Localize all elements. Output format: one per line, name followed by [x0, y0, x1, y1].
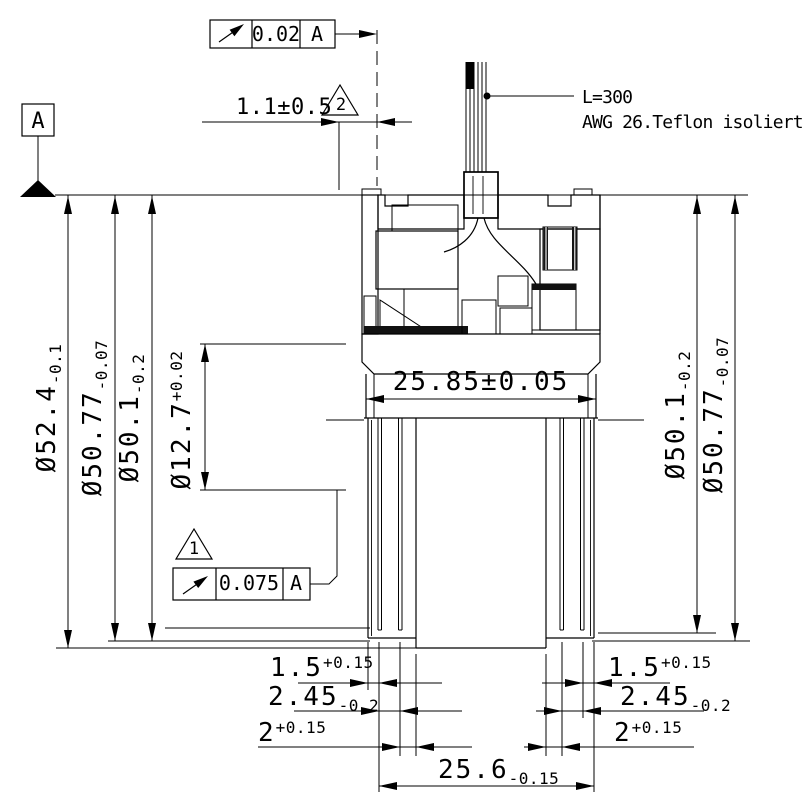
datum-a-label: A: [31, 109, 44, 134]
dim-bottom-extensions: [367, 642, 595, 792]
circular-runout-icon: [218, 24, 244, 43]
datum-triangle-icon: [20, 180, 56, 197]
dim-groove-right-2-45: 2.45-0.2: [536, 682, 731, 715]
cable-gland: [463, 171, 499, 219]
dim-left-diameters: Ø52.4-0.1 Ø50.77-0.07 Ø50.1-0.2 Ø12.7+0.…: [32, 195, 418, 649]
fcf-top-datum: A: [311, 22, 323, 46]
fcf-bottom-value: 0.075: [219, 571, 279, 595]
dim-od-50-1-left: Ø50.1-0.2: [115, 354, 148, 483]
datum-a-flag: A: [20, 103, 56, 197]
armature-strip: [364, 326, 468, 334]
svg-text:2.45-0.2: 2.45-0.2: [620, 682, 731, 715]
dim-gap-1-1: 1.1±0.5: [202, 95, 412, 190]
svg-text:2+0.15: 2+0.15: [614, 718, 682, 748]
dim-groove-left-1-5: 1.5+0.15: [270, 653, 442, 687]
wire-note: L=300 AWG 26.Teflon isoliert: [483, 87, 804, 133]
dim-od-50-77-left: Ø50.77-0.07: [78, 340, 111, 497]
fcf-runout-0075: 0.075 A: [172, 490, 338, 601]
dim-flange-width-text: 25.85±0.05: [393, 367, 570, 397]
internal-wire-curve-left: [443, 217, 479, 253]
flag-1-label: 1: [189, 539, 199, 559]
fcf-top-value: 0.02: [252, 22, 300, 46]
coil-and-windings: [363, 204, 578, 335]
dim-groove-right-1-5: 1.5+0.15: [542, 653, 712, 687]
flange: [361, 333, 601, 419]
fcf-runout-002: 0.02 A: [209, 19, 377, 49]
dim-od-50-1-right: Ø50.1-0.2: [661, 351, 694, 480]
lead-wires: [465, 62, 487, 172]
dim-groove-left-2: 2+0.15: [258, 718, 472, 751]
rotor-cylinder-view: [367, 418, 595, 649]
dim-overall-25-6: 25.6-0.15: [379, 755, 594, 790]
internal-wire-curve-right: [483, 217, 537, 285]
dim-od-50-77-right: Ø50.77-0.07: [699, 337, 732, 494]
fcf-bottom-datum: A: [290, 571, 302, 595]
svg-text:25.6-0.15: 25.6-0.15: [438, 755, 559, 788]
flag-2: 2: [320, 83, 360, 116]
flag-2-label: 2: [336, 95, 346, 115]
dim-bore-12-7: Ø12.7+0.02: [167, 351, 197, 490]
svg-text:1.5+0.15: 1.5+0.15: [608, 653, 712, 683]
dim-groove-right-2: 2+0.15: [524, 718, 694, 751]
circular-runout-icon: [182, 576, 208, 595]
svg-text:1.5+0.15: 1.5+0.15: [270, 653, 374, 683]
wire-gauge-note: AWG 26.Teflon isoliert: [582, 112, 803, 133]
dim-right-diameters: Ø50.1-0.2 Ø50.77-0.07: [592, 195, 750, 642]
dim-groove-left-2-45: 2.45-0.2: [268, 682, 462, 715]
dim-od-52-4: Ø52.4-0.1: [32, 344, 65, 473]
wire-length-note: L=300: [582, 87, 632, 108]
dim-gap-text: 1.1±0.5: [236, 95, 332, 120]
dim-flange-width: 25.85±0.05: [366, 367, 596, 403]
svg-text:2+0.15: 2+0.15: [258, 718, 326, 748]
flag-1: 1: [174, 527, 214, 560]
